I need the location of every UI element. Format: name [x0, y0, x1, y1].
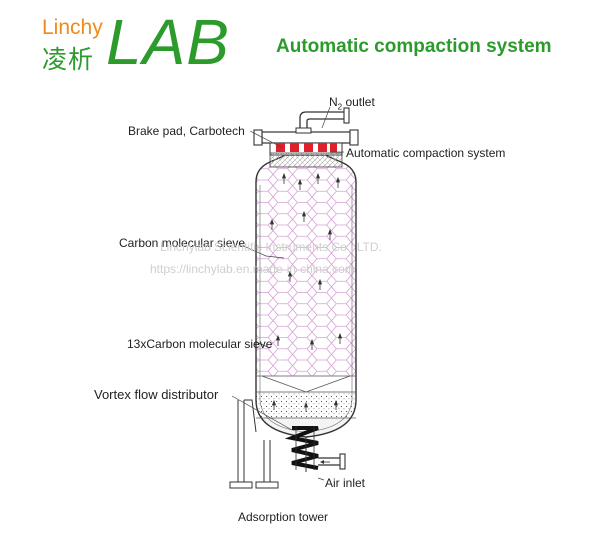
carbon-sieve-label: Carbon molecular sieve — [119, 236, 246, 250]
vortex-distributor-label: Vortex flow distributor — [94, 387, 219, 402]
diagram-caption: Adsorption tower — [238, 510, 329, 524]
watermark-company: Linchylab Scientific Instruments Co., LT… — [160, 240, 382, 254]
brake-pad-label: Brake pad, Carbotech — [128, 124, 245, 138]
carbon-sieve-bed — [256, 166, 356, 437]
watermark-url: https://linchylab.en.made-in-china.com — [150, 262, 355, 276]
automatic-compaction-assembly — [253, 129, 359, 168]
logo-lab-text: LAB — [106, 6, 230, 78]
brake-pad-red — [276, 143, 337, 152]
n2-outlet-pipe — [295, 107, 350, 134]
support-legs — [229, 399, 279, 489]
flow-arrows — [269, 172, 343, 412]
logo-chinese-text: 凌析 — [42, 45, 95, 74]
auto-compaction-label: Automatic compaction system — [346, 146, 506, 160]
vessel-shell — [255, 154, 357, 438]
air-inlet-label: Air inlet — [325, 476, 366, 490]
leader-lines — [231, 106, 344, 481]
logo-linchy-text: Linchy — [42, 16, 103, 39]
vortex-flow-distributor — [284, 426, 319, 470]
page-title: Automatic compaction system — [276, 36, 552, 57]
air-inlet-pipe — [305, 437, 346, 472]
n2-outlet-label: N2 outlet — [329, 95, 375, 112]
carbon-13x-label: 13xCarbon molecular sieve — [127, 337, 273, 351]
